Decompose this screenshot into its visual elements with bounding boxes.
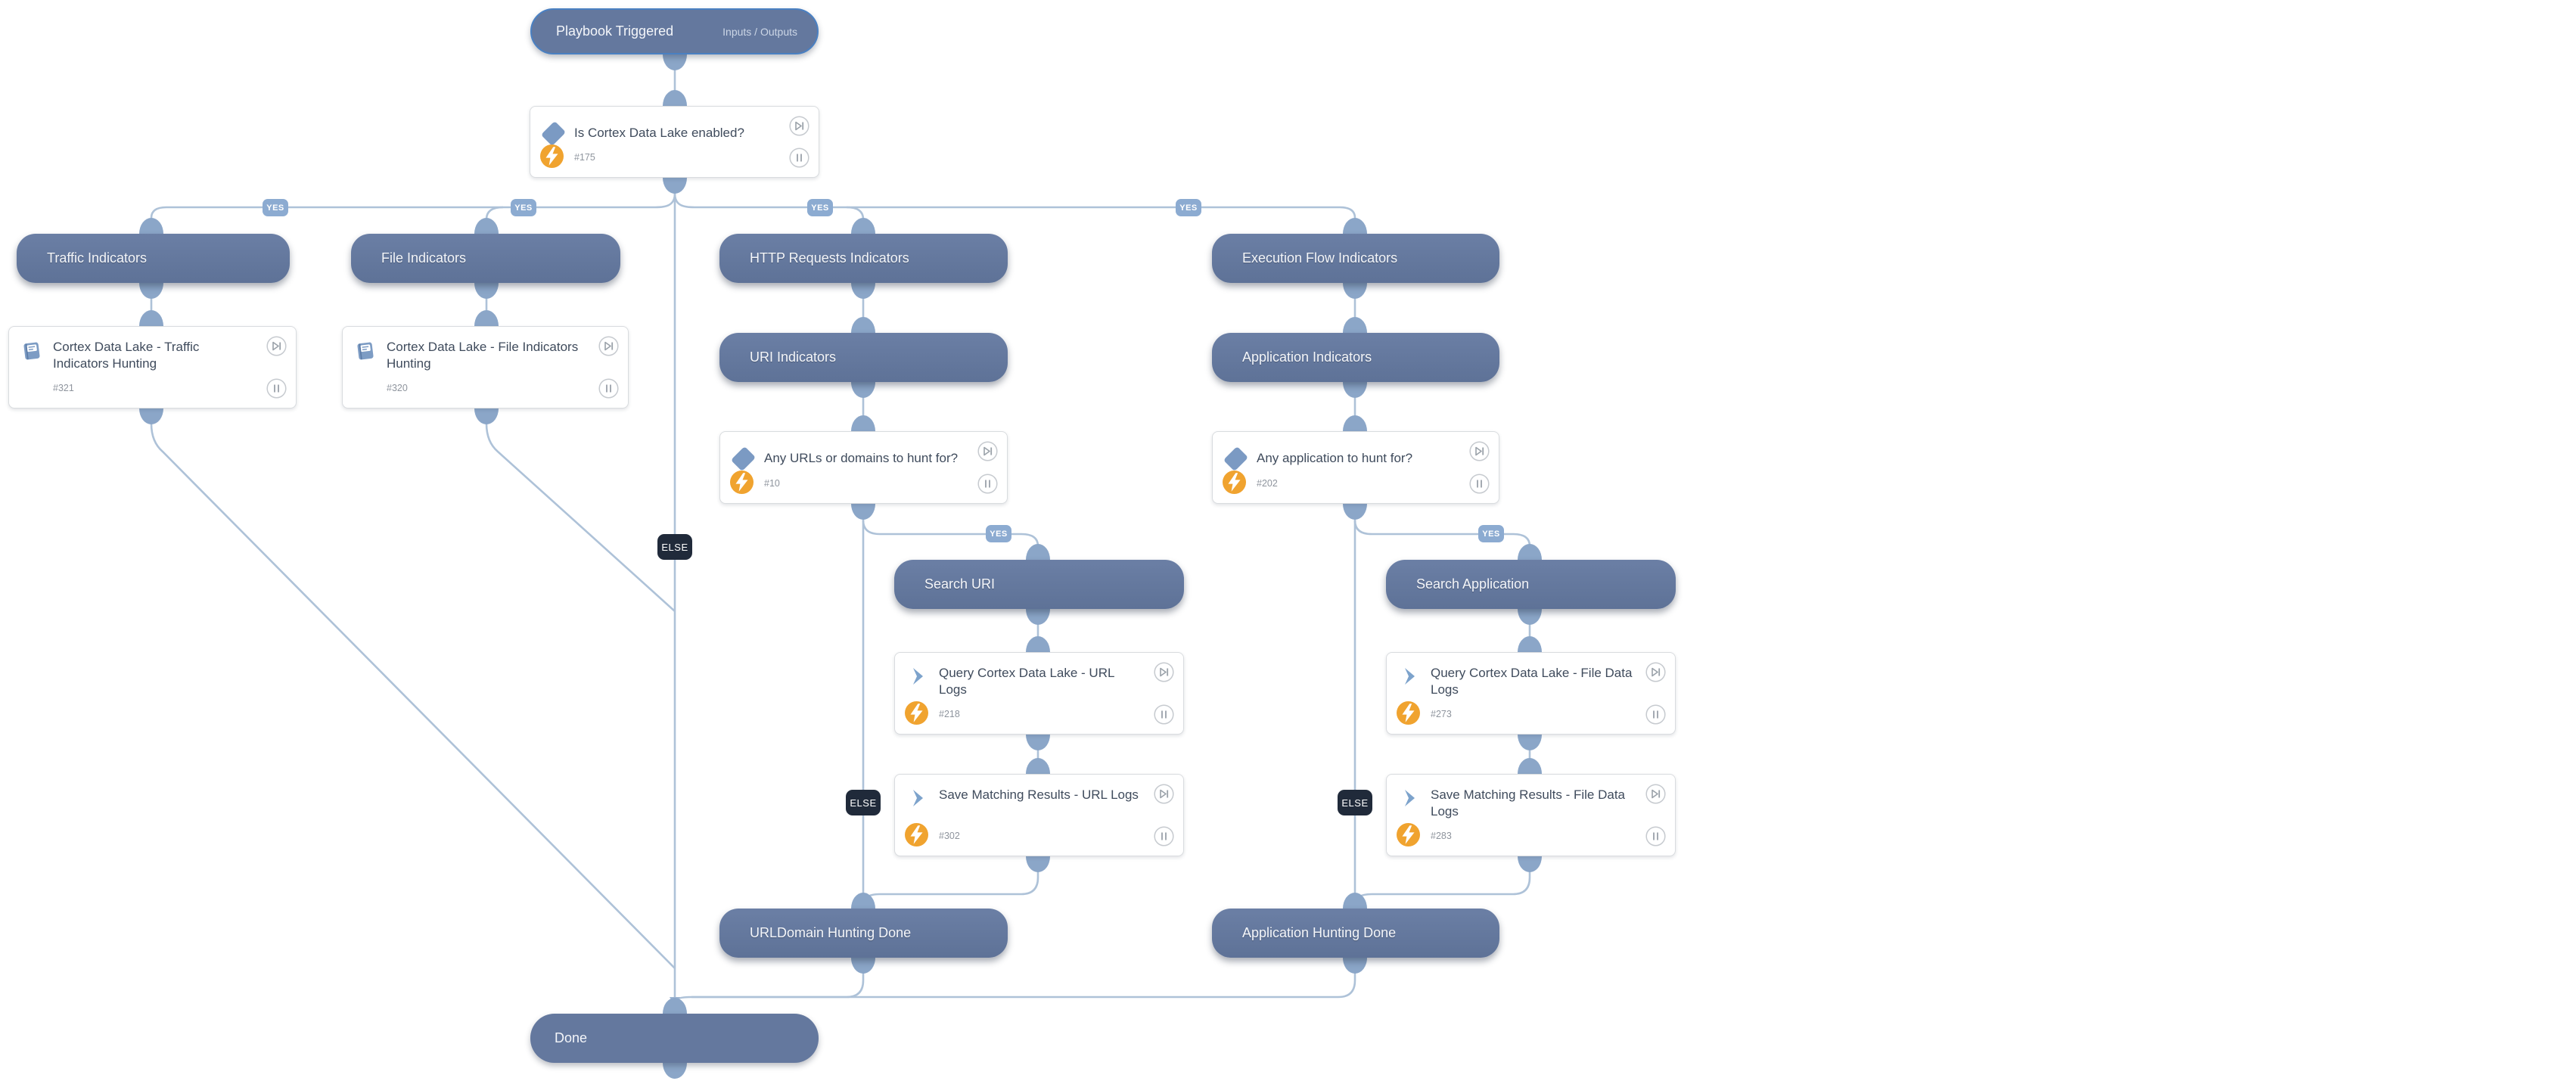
skip-task-button[interactable] [1469, 441, 1490, 461]
task-title: Cortex Data Lake - File Indicators Hunti… [387, 340, 579, 371]
task-chevron-icon [913, 790, 923, 806]
task-title: Cortex Data Lake - Traffic Indicators Hu… [53, 340, 200, 371]
section-header-search-application[interactable]: Search Application [1386, 560, 1676, 609]
section-title: URLDomain Hunting Done [750, 925, 912, 940]
subplaybook-book-icon [23, 342, 40, 360]
condition-diamond-icon [540, 120, 567, 147]
yes-branch-label: YES [263, 199, 288, 216]
pause-task-button[interactable] [1645, 826, 1666, 846]
task-title: Query Cortex Data Lake - File Data Logs [1431, 666, 1633, 697]
task-query-cdl-file-data-logs[interactable]: Query Cortex Data Lake - File Data Logs … [1386, 652, 1676, 735]
task-number: #10 [764, 478, 780, 489]
skip-task-button[interactable] [1154, 662, 1174, 682]
automation-bolt-icon [905, 823, 928, 846]
yes-branch-label: YES [1478, 525, 1504, 542]
section-header-execution-flow-indicators[interactable]: Execution Flow Indicators [1212, 234, 1499, 283]
inputs-outputs-link[interactable]: Inputs / Outputs [722, 25, 797, 38]
yes-branch-label: YES [807, 199, 833, 216]
pause-task-button[interactable] [1469, 474, 1490, 494]
subplaybook-task-cdl-file-indicators-hunting[interactable]: Cortex Data Lake - File Indicators Hunti… [342, 326, 629, 408]
pause-task-button[interactable] [789, 148, 809, 168]
task-save-matching-results-url-logs[interactable]: Save Matching Results - URL Logs #302 [894, 774, 1184, 856]
subplaybook-task-cdl-traffic-indicators-hunting[interactable]: Cortex Data Lake - Traffic Indicators Hu… [8, 326, 297, 408]
skip-task-button[interactable] [789, 116, 809, 136]
skip-task-button[interactable] [598, 336, 619, 356]
start-node-playbook-triggered[interactable]: Playbook Triggered Inputs / Outputs [530, 8, 819, 54]
yes-branch-label: YES [986, 525, 1011, 542]
automation-bolt-icon [905, 701, 928, 725]
task-number: #283 [1431, 831, 1452, 841]
automation-bolt-icon [1223, 471, 1246, 494]
yes-branch-label: YES [1176, 199, 1201, 216]
condition-task-is-cortex-data-lake-enabled[interactable]: Is Cortex Data Lake enabled? #175 [530, 106, 819, 178]
task-chevron-icon [913, 668, 923, 685]
task-number: #218 [939, 709, 960, 719]
task-chevron-icon [1405, 668, 1415, 685]
section-title: File Indicators [381, 250, 467, 266]
task-chevron-icon [1405, 790, 1415, 806]
yes-branch-label: YES [511, 199, 536, 216]
skip-task-button[interactable] [1645, 784, 1666, 804]
section-header-http-requests-indicators[interactable]: HTTP Requests Indicators [719, 234, 1008, 283]
automation-bolt-icon [1397, 823, 1420, 846]
task-number: #202 [1257, 478, 1278, 489]
section-title: Application Indicators [1242, 349, 1372, 365]
pause-task-button[interactable] [266, 378, 287, 399]
else-branch-label: ELSE [657, 534, 692, 560]
task-save-matching-results-file-data-logs[interactable]: Save Matching Results - File Data Logs #… [1386, 774, 1676, 856]
pause-task-button[interactable] [1645, 704, 1666, 725]
pause-task-button[interactable] [977, 474, 998, 494]
task-number: #320 [387, 383, 408, 393]
section-header-search-uri[interactable]: Search URI [894, 560, 1184, 609]
else-branch-label: ELSE [846, 790, 881, 815]
end-node-title: Done [555, 1030, 588, 1045]
section-title: Execution Flow Indicators [1242, 250, 1398, 266]
task-title: Query Cortex Data Lake - URL Logs [939, 666, 1114, 697]
task-number: #321 [53, 383, 74, 393]
section-header-uri-indicators[interactable]: URI Indicators [719, 333, 1008, 382]
section-title: URI Indicators [750, 349, 837, 365]
section-title: Application Hunting Done [1242, 925, 1397, 940]
section-header-traffic-indicators[interactable]: Traffic Indicators [17, 234, 290, 283]
pause-task-button[interactable] [1154, 826, 1174, 846]
section-header-file-indicators[interactable]: File Indicators [351, 234, 620, 283]
section-header-application-hunting-done[interactable]: Application Hunting Done [1212, 909, 1499, 958]
condition-diamond-icon [1223, 446, 1249, 472]
condition-task-any-urls-or-domains[interactable]: Any URLs or domains to hunt for? #10 [719, 431, 1008, 504]
start-node-title: Playbook Triggered [556, 23, 674, 39]
pause-task-button[interactable] [598, 378, 619, 399]
task-number: #302 [939, 831, 960, 841]
condition-task-any-application[interactable]: Any application to hunt for? #202 [1212, 431, 1499, 504]
skip-task-button[interactable] [266, 336, 287, 356]
skip-task-button[interactable] [1645, 662, 1666, 682]
task-query-cdl-url-logs[interactable]: Query Cortex Data Lake - URL Logs #218 [894, 652, 1184, 735]
task-number: #273 [1431, 709, 1452, 719]
skip-task-button[interactable] [977, 441, 998, 461]
task-title: Is Cortex Data Lake enabled? [574, 126, 744, 140]
section-title: Search Application [1416, 576, 1530, 592]
section-header-urldomain-hunting-done[interactable]: URLDomain Hunting Done [719, 909, 1008, 958]
section-header-application-indicators[interactable]: Application Indicators [1212, 333, 1499, 382]
section-title: Search URI [924, 576, 996, 592]
section-title: HTTP Requests Indicators [750, 250, 909, 266]
automation-bolt-icon [730, 471, 754, 494]
section-title: Traffic Indicators [47, 250, 148, 266]
task-number: #175 [574, 152, 595, 163]
task-title: Any application to hunt for? [1257, 451, 1413, 465]
condition-diamond-icon [730, 446, 757, 472]
task-title: Any URLs or domains to hunt for? [764, 451, 959, 465]
subplaybook-book-icon [357, 342, 374, 360]
end-node-done[interactable]: Done [530, 1014, 819, 1063]
automation-bolt-icon [540, 144, 564, 168]
task-title: Save Matching Results - URL Logs [939, 787, 1139, 802]
else-branch-label: ELSE [1338, 790, 1372, 815]
automation-bolt-icon [1397, 701, 1420, 725]
pause-task-button[interactable] [1154, 704, 1174, 725]
skip-task-button[interactable] [1154, 784, 1174, 804]
task-title: Save Matching Results - File Data Logs [1431, 787, 1625, 819]
